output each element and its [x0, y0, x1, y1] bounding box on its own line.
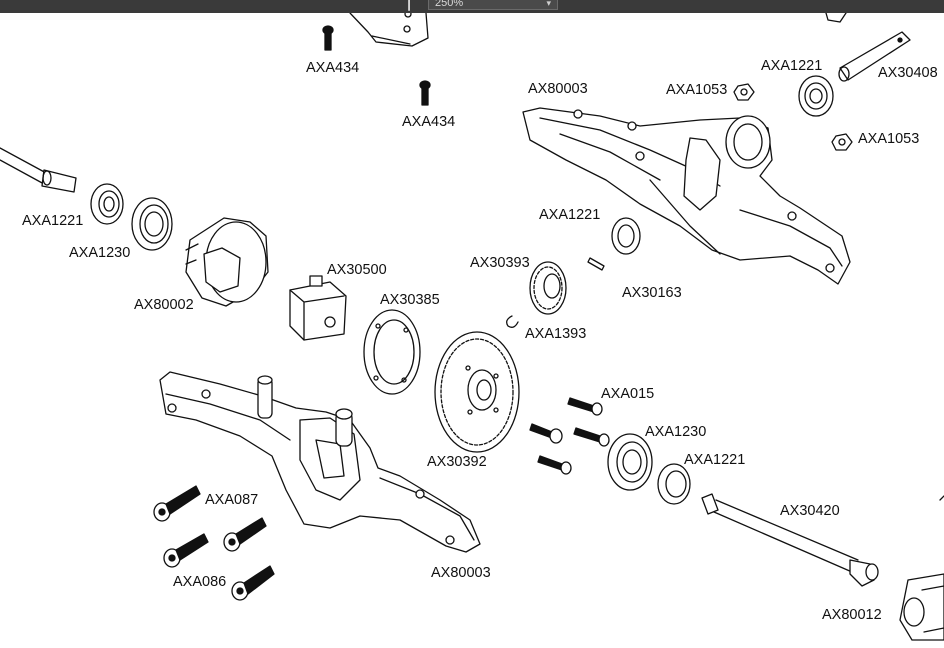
pin-ax30163	[587, 257, 605, 271]
label-axa434-top: AXA434	[306, 60, 360, 76]
axle-shaft-ax30420	[701, 493, 879, 587]
screw-axa086-b	[223, 517, 267, 552]
bearing-axa1230-right	[607, 433, 653, 491]
label-axa1221-left: AXA1221	[22, 213, 84, 229]
label-axa1221-right: AXA1221	[684, 452, 746, 468]
screw-axa086-a	[163, 533, 209, 568]
label-ax80002: AX80002	[134, 297, 194, 313]
toolbar-handle-icon[interactable]: ┃	[405, 0, 413, 11]
skid-plate-part	[349, 13, 429, 47]
clip-axa1393	[506, 315, 519, 328]
label-ax30500: AX30500	[327, 262, 387, 278]
pinion-ax30393	[529, 261, 567, 315]
label-ax30393: AX30393	[470, 255, 530, 271]
bearing-axa1230-left	[131, 197, 173, 251]
bearing-axa1221-left	[90, 183, 124, 225]
zoom-value: 250%	[435, 0, 464, 9]
pin-ax30408	[838, 31, 911, 82]
label-axa1393: AXA1393	[525, 326, 587, 342]
label-ax80003-bottom: AX80003	[431, 565, 491, 581]
nut-axa1053-a	[733, 83, 755, 101]
bearing-axa1221-top	[798, 75, 834, 117]
screw-axa434-top	[322, 25, 334, 51]
chevron-down-icon[interactable]: ▾	[546, 0, 551, 8]
label-axa1230-right: AXA1230	[645, 424, 707, 440]
axle-housing-bottom	[159, 371, 481, 553]
screw-axa434-mid	[419, 80, 431, 106]
right-edge-fragment	[939, 495, 944, 501]
zoom-select[interactable]: 250% ▾	[428, 0, 558, 10]
label-axa087: AXA087	[205, 492, 259, 508]
label-ax30385: AX30385	[380, 292, 440, 308]
label-axa015: AXA015	[601, 386, 655, 402]
label-axa1230-left: AXA1230	[69, 245, 131, 261]
label-ax30408: AX30408	[878, 65, 938, 81]
label-axa1221-top: AXA1221	[761, 58, 823, 74]
bearing-axa1221-right	[657, 463, 691, 505]
label-axa086: AXA086	[173, 574, 227, 590]
axle-shaft-left	[0, 147, 77, 193]
top-toolbar: ┃ 250% ▾	[0, 0, 944, 13]
gasket-ax30385	[363, 309, 421, 395]
spool-ax30500	[289, 275, 347, 341]
label-ax30163: AX30163	[622, 285, 682, 301]
axle-housing-top	[522, 107, 851, 285]
top-right-fragment	[825, 13, 847, 23]
label-axa434-mid: AXA434	[402, 114, 456, 130]
diff-case-ax80002	[185, 217, 269, 307]
label-ax80012: AX80012	[822, 607, 882, 623]
label-axa1053-b: AXA1053	[858, 131, 920, 147]
label-ax80003-top: AX80003	[528, 81, 588, 97]
screws-axa015	[529, 397, 610, 475]
label-axa1221-mid: AXA1221	[539, 207, 601, 223]
exploded-axle-diagram	[0, 13, 944, 641]
label-axa1053-a: AXA1053	[666, 82, 728, 98]
bearing-axa1221-mid	[611, 217, 641, 255]
knuckle-ax80012	[899, 573, 944, 641]
screw-axa087	[153, 485, 201, 522]
label-ax30420: AX30420	[780, 503, 840, 519]
screw-axa086-c	[231, 565, 275, 601]
label-ax30392: AX30392	[427, 454, 487, 470]
nut-axa1053-b	[831, 133, 853, 151]
ring-gear-ax30392	[434, 331, 520, 453]
